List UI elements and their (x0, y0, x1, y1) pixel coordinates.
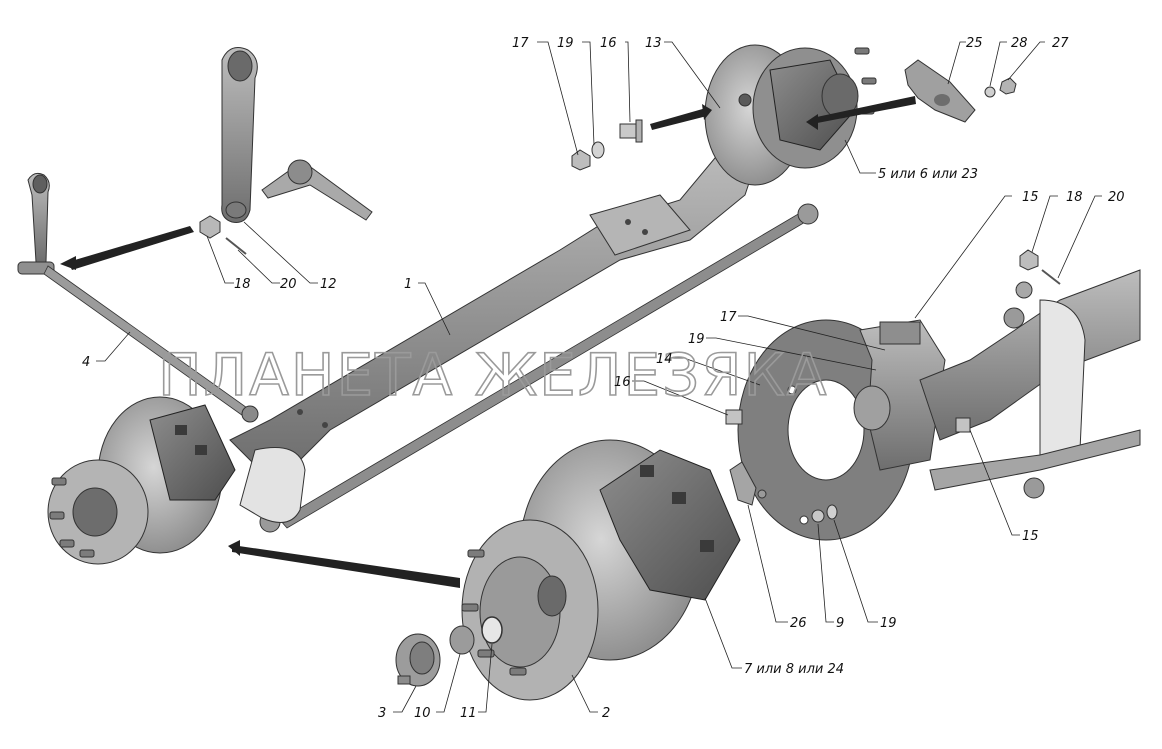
label-3: 3 (378, 706, 386, 721)
bracket-25 (904, 59, 976, 123)
label-2: 2 (602, 706, 610, 721)
washer-11 (481, 616, 503, 644)
label-17-right: 17 (720, 310, 737, 325)
label-14: 14 (656, 352, 673, 367)
label-17-top: 17 (512, 36, 529, 51)
label-15-bottom: 15 (1022, 529, 1039, 544)
bolt-15-right (955, 417, 971, 433)
label-4: 4 (82, 355, 90, 370)
nut-18-right (1019, 249, 1039, 271)
label-15-top: 15 (1022, 190, 1039, 205)
label-1: 1 (404, 277, 412, 292)
label-18-left: 18 (234, 277, 251, 292)
cotter-pin-20-right (1041, 269, 1061, 285)
watermark: ПЛАНЕТА ЖЕЛЕЗЯКА (158, 341, 828, 409)
hub-assembly-left (47, 396, 236, 565)
nut-10 (449, 625, 475, 655)
front-axle-beam-1 (229, 139, 761, 471)
tie-rod-end-top (261, 159, 373, 221)
steering-knuckle-15 (853, 319, 946, 471)
hub-cap-3 (395, 633, 441, 687)
leader-lines (96, 41, 1102, 713)
cotter-pin-20-left (225, 237, 247, 255)
washer-19-top (591, 141, 605, 159)
bolt-16-right (725, 409, 743, 425)
brake-shield-14 (737, 319, 915, 541)
label-11: 11 (460, 706, 477, 721)
part-labels: 17 19 16 13 25 28 27 5 или 6 или 23 15 1… (82, 36, 1125, 721)
label-27: 27 (1052, 36, 1069, 51)
bolt-9 (811, 509, 825, 523)
label-12: 12 (320, 277, 337, 292)
label-16-top: 16 (600, 36, 617, 51)
washer-28 (984, 86, 996, 98)
label-16-right: 16 (614, 375, 631, 390)
pitman-arm-12 (221, 47, 258, 223)
label-28: 28 (1011, 36, 1028, 51)
label-19-bottom: 19 (880, 616, 897, 631)
label-19-top: 19 (557, 36, 574, 51)
label-26: 26 (790, 616, 807, 631)
axle-beam-right-end (919, 269, 1141, 499)
washer-19-right (826, 504, 838, 520)
nut-27 (999, 77, 1017, 95)
label-10: 10 (414, 706, 431, 721)
label-19-mid: 19 (688, 332, 705, 347)
label-5-6-23: 5 или 6 или 23 (878, 167, 978, 182)
bracket-26 (729, 461, 767, 506)
nut-17-top (571, 149, 591, 171)
label-18-right: 18 (1066, 190, 1083, 205)
label-25: 25 (966, 36, 983, 51)
label-7-8-24: 7 или 8 или 24 (744, 662, 844, 677)
label-20-left: 20 (280, 277, 297, 292)
hub-assembly-5-6-23 (704, 44, 877, 186)
assembly-arrows (60, 96, 916, 588)
link-rod-4 (43, 265, 259, 423)
bolt-16-top (619, 119, 643, 143)
hub-2 (461, 519, 599, 701)
steering-lever-left (17, 172, 55, 275)
nut-18-left (199, 215, 221, 239)
label-9: 9 (836, 616, 844, 631)
label-13: 13 (645, 36, 662, 51)
knuckle-bracket-left (239, 447, 306, 523)
label-20-right: 20 (1108, 190, 1125, 205)
